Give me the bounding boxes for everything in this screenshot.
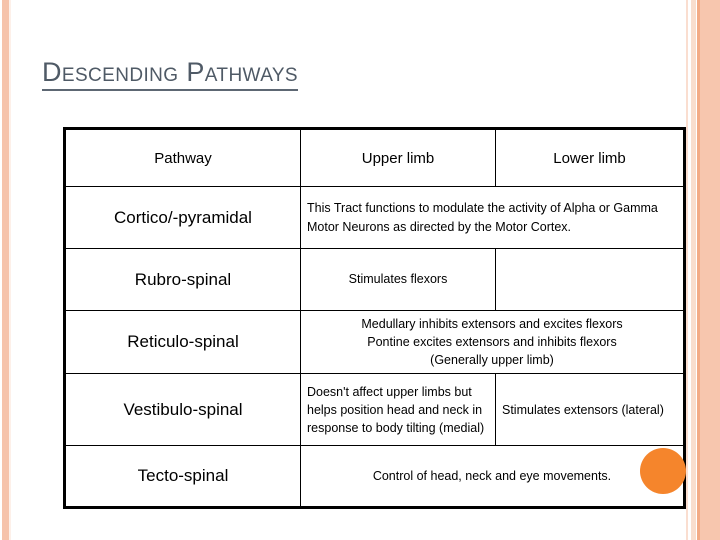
right-edge-stripe-3 [697,0,700,540]
table-row: Rubro-spinal Stimulates flexors [64,248,685,311]
column-header-lower-limb: Lower limb [495,128,685,187]
lower-limb-rubro [495,248,685,311]
reticulo-line-3: (Generally upper limb) [430,353,554,368]
table-header-row: Pathway Upper limb Lower limb [64,128,685,187]
left-edge-stripe-outer [2,0,9,540]
upper-limb-vestibulo: Doesn't affect upper limbs but helps pos… [300,373,496,447]
table-row: Tecto-spinal Control of head, neck and e… [64,445,685,509]
table-row: Reticulo-spinal Medullary inhibits exten… [64,309,685,375]
orange-circle-decoration [640,448,686,494]
lower-limb-vestibulo: Stimulates extensors (lateral) [495,373,685,447]
pathway-name-cortico: Cortico/-pyramidal [64,186,301,249]
pathway-name-vestibulo: Vestibulo-spinal [64,373,301,447]
reticulo-line-1: Medullary inhibits extensors and excites… [361,317,623,331]
left-edge-stripe-inner [9,0,11,540]
upper-limb-rubro: Stimulates flexors [300,248,496,311]
pathway-name-tecto: Tecto-spinal [64,445,301,509]
right-edge-stripe-2 [691,0,696,540]
column-header-pathway: Pathway [64,128,301,187]
descending-pathways-table: Pathway Upper limb Lower limb Cortico/-p… [63,127,686,510]
column-header-upper-limb: Upper limb [300,128,496,187]
pathway-description-tecto: Control of head, neck and eye movements. [300,445,685,509]
pathway-name-rubro: Rubro-spinal [64,248,301,311]
table-row: Cortico/-pyramidal This Tract functions … [64,186,685,249]
pathway-description-reticulo: Medullary inhibits extensors and excites… [300,309,685,375]
pathway-name-reticulo: Reticulo-spinal [64,309,301,375]
reticulo-line-2: Pontine excites extensors and inhibits f… [367,335,617,350]
right-edge-stripe-4 [700,0,720,540]
table-row: Vestibulo-spinal Doesn't affect upper li… [64,373,685,447]
pathway-description-cortico: This Tract functions to modulate the act… [300,186,685,249]
page-title: Descending Pathways [42,58,298,92]
right-edge-stripe-1 [686,0,688,540]
